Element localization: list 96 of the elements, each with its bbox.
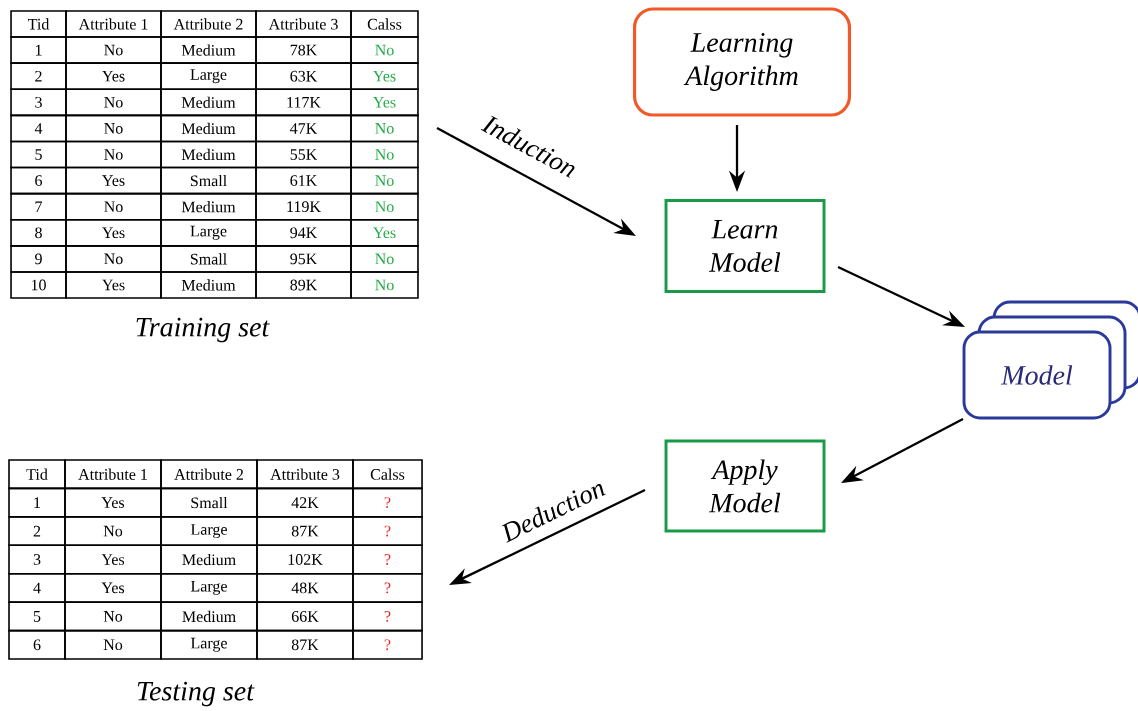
algorithm-box: Learning Algorithm — [632, 7, 852, 117]
table-cell: 4 — [10, 114, 67, 143]
table-cell: 4 — [8, 572, 66, 603]
table-cell: 78K — [255, 36, 352, 64]
header-cell: Tid — [8, 459, 66, 490]
table-cell: No — [65, 36, 162, 64]
table-cell: 94K — [255, 218, 352, 247]
table-cell: 61K — [255, 166, 352, 195]
table-cell: Small — [160, 166, 257, 195]
table-cell: No — [64, 629, 162, 660]
table-cell: Medium — [160, 88, 257, 117]
table-cell: No — [350, 166, 419, 195]
table-cell: Yes — [64, 544, 162, 575]
header-cell: Calss — [352, 459, 423, 490]
table-cell: 66K — [256, 601, 354, 632]
table-cell: 48K — [256, 572, 354, 603]
table-cell: Medium — [160, 601, 258, 632]
table-cell: No — [350, 36, 419, 64]
header-cell: Attribute 3 — [256, 459, 354, 490]
table-cell: 55K — [255, 140, 352, 169]
table-cell: 102K — [256, 544, 354, 575]
table-cell: No — [64, 601, 162, 632]
table-cell: 117K — [255, 88, 352, 117]
table-cell: 6 — [10, 166, 67, 195]
table-cell: 87K — [256, 516, 354, 547]
table-cell: Yes — [350, 88, 419, 117]
table-cell: No — [64, 516, 162, 547]
table-cell: No — [350, 192, 419, 221]
table-cell: Large — [160, 629, 258, 660]
table-cell: ? — [352, 516, 423, 547]
process-box: Learn Model — [664, 199, 826, 293]
header-cell: Attribute 1 — [65, 10, 162, 38]
model-stack: Model — [962, 300, 1138, 420]
table-cell: Medium — [160, 192, 257, 221]
table-cell: 3 — [10, 88, 67, 117]
table-cell: Large — [160, 516, 258, 547]
table-cell: 89K — [255, 271, 352, 299]
table-cell: Yes — [350, 218, 419, 247]
table-cell: Yes — [65, 218, 162, 247]
table-cell: Medium — [160, 271, 257, 299]
table-cell: Small — [160, 245, 257, 273]
table-cell: 63K — [255, 62, 352, 91]
table-cell: Large — [160, 572, 258, 603]
table-cell: Yes — [350, 62, 419, 91]
table-cell: No — [65, 140, 162, 169]
header-cell: Attribute 3 — [255, 10, 352, 38]
table-cell: ? — [352, 572, 423, 603]
table-cell: 9 — [10, 245, 67, 273]
table-cell: Medium — [160, 114, 257, 143]
table-cell: Medium — [160, 36, 257, 64]
table-cell: 1 — [8, 487, 66, 518]
table-cell: 42K — [256, 487, 354, 518]
table-cell: Large — [160, 62, 257, 91]
table-cell: Yes — [64, 487, 162, 518]
table-cell: 7 — [10, 192, 67, 221]
table-cell: Medium — [160, 140, 257, 169]
table-cell: 3 — [8, 544, 66, 575]
table-cell: ? — [352, 601, 423, 632]
table-cell: No — [65, 245, 162, 273]
table-cell: ? — [352, 544, 423, 575]
table-caption: Testing set — [137, 681, 255, 707]
table-cell: Yes — [65, 62, 162, 91]
table-cell: Yes — [65, 271, 162, 299]
table-cell: 1 — [10, 36, 67, 64]
table-cell: No — [350, 140, 419, 169]
table-cell: 2 — [8, 516, 66, 547]
table-cell: Small — [160, 487, 258, 518]
table-cell: 119K — [255, 192, 352, 221]
table-cell: 87K — [256, 629, 354, 660]
table-cell: No — [350, 114, 419, 143]
process-box: Apply Model — [664, 439, 826, 533]
header-cell: Attribute 2 — [160, 10, 257, 38]
table-cell: ? — [352, 629, 423, 660]
table-cell: 5 — [8, 601, 66, 632]
table-caption: Training set — [136, 317, 270, 343]
table-cell: No — [65, 192, 162, 221]
table-cell: Medium — [160, 544, 258, 575]
table-cell: 5 — [10, 140, 67, 169]
header-cell: Calss — [350, 10, 419, 38]
table-cell: Large — [160, 218, 257, 247]
table-cell: 47K — [255, 114, 352, 143]
table-cell: Yes — [64, 572, 162, 603]
table-cell: No — [350, 245, 419, 273]
header-cell: Attribute 2 — [160, 459, 258, 490]
table-cell: No — [65, 114, 162, 143]
table-cell: No — [350, 271, 419, 299]
table-cell: No — [65, 88, 162, 117]
table-cell: 6 — [8, 629, 66, 660]
table-cell: ? — [352, 487, 423, 518]
table-cell: 2 — [10, 62, 67, 91]
header-cell: Tid — [10, 10, 67, 38]
table-cell: Yes — [65, 166, 162, 195]
table-cell: 8 — [10, 218, 67, 247]
table-cell: 95K — [255, 245, 352, 273]
header-cell: Attribute 1 — [64, 459, 162, 490]
table-cell: 10 — [10, 271, 67, 299]
